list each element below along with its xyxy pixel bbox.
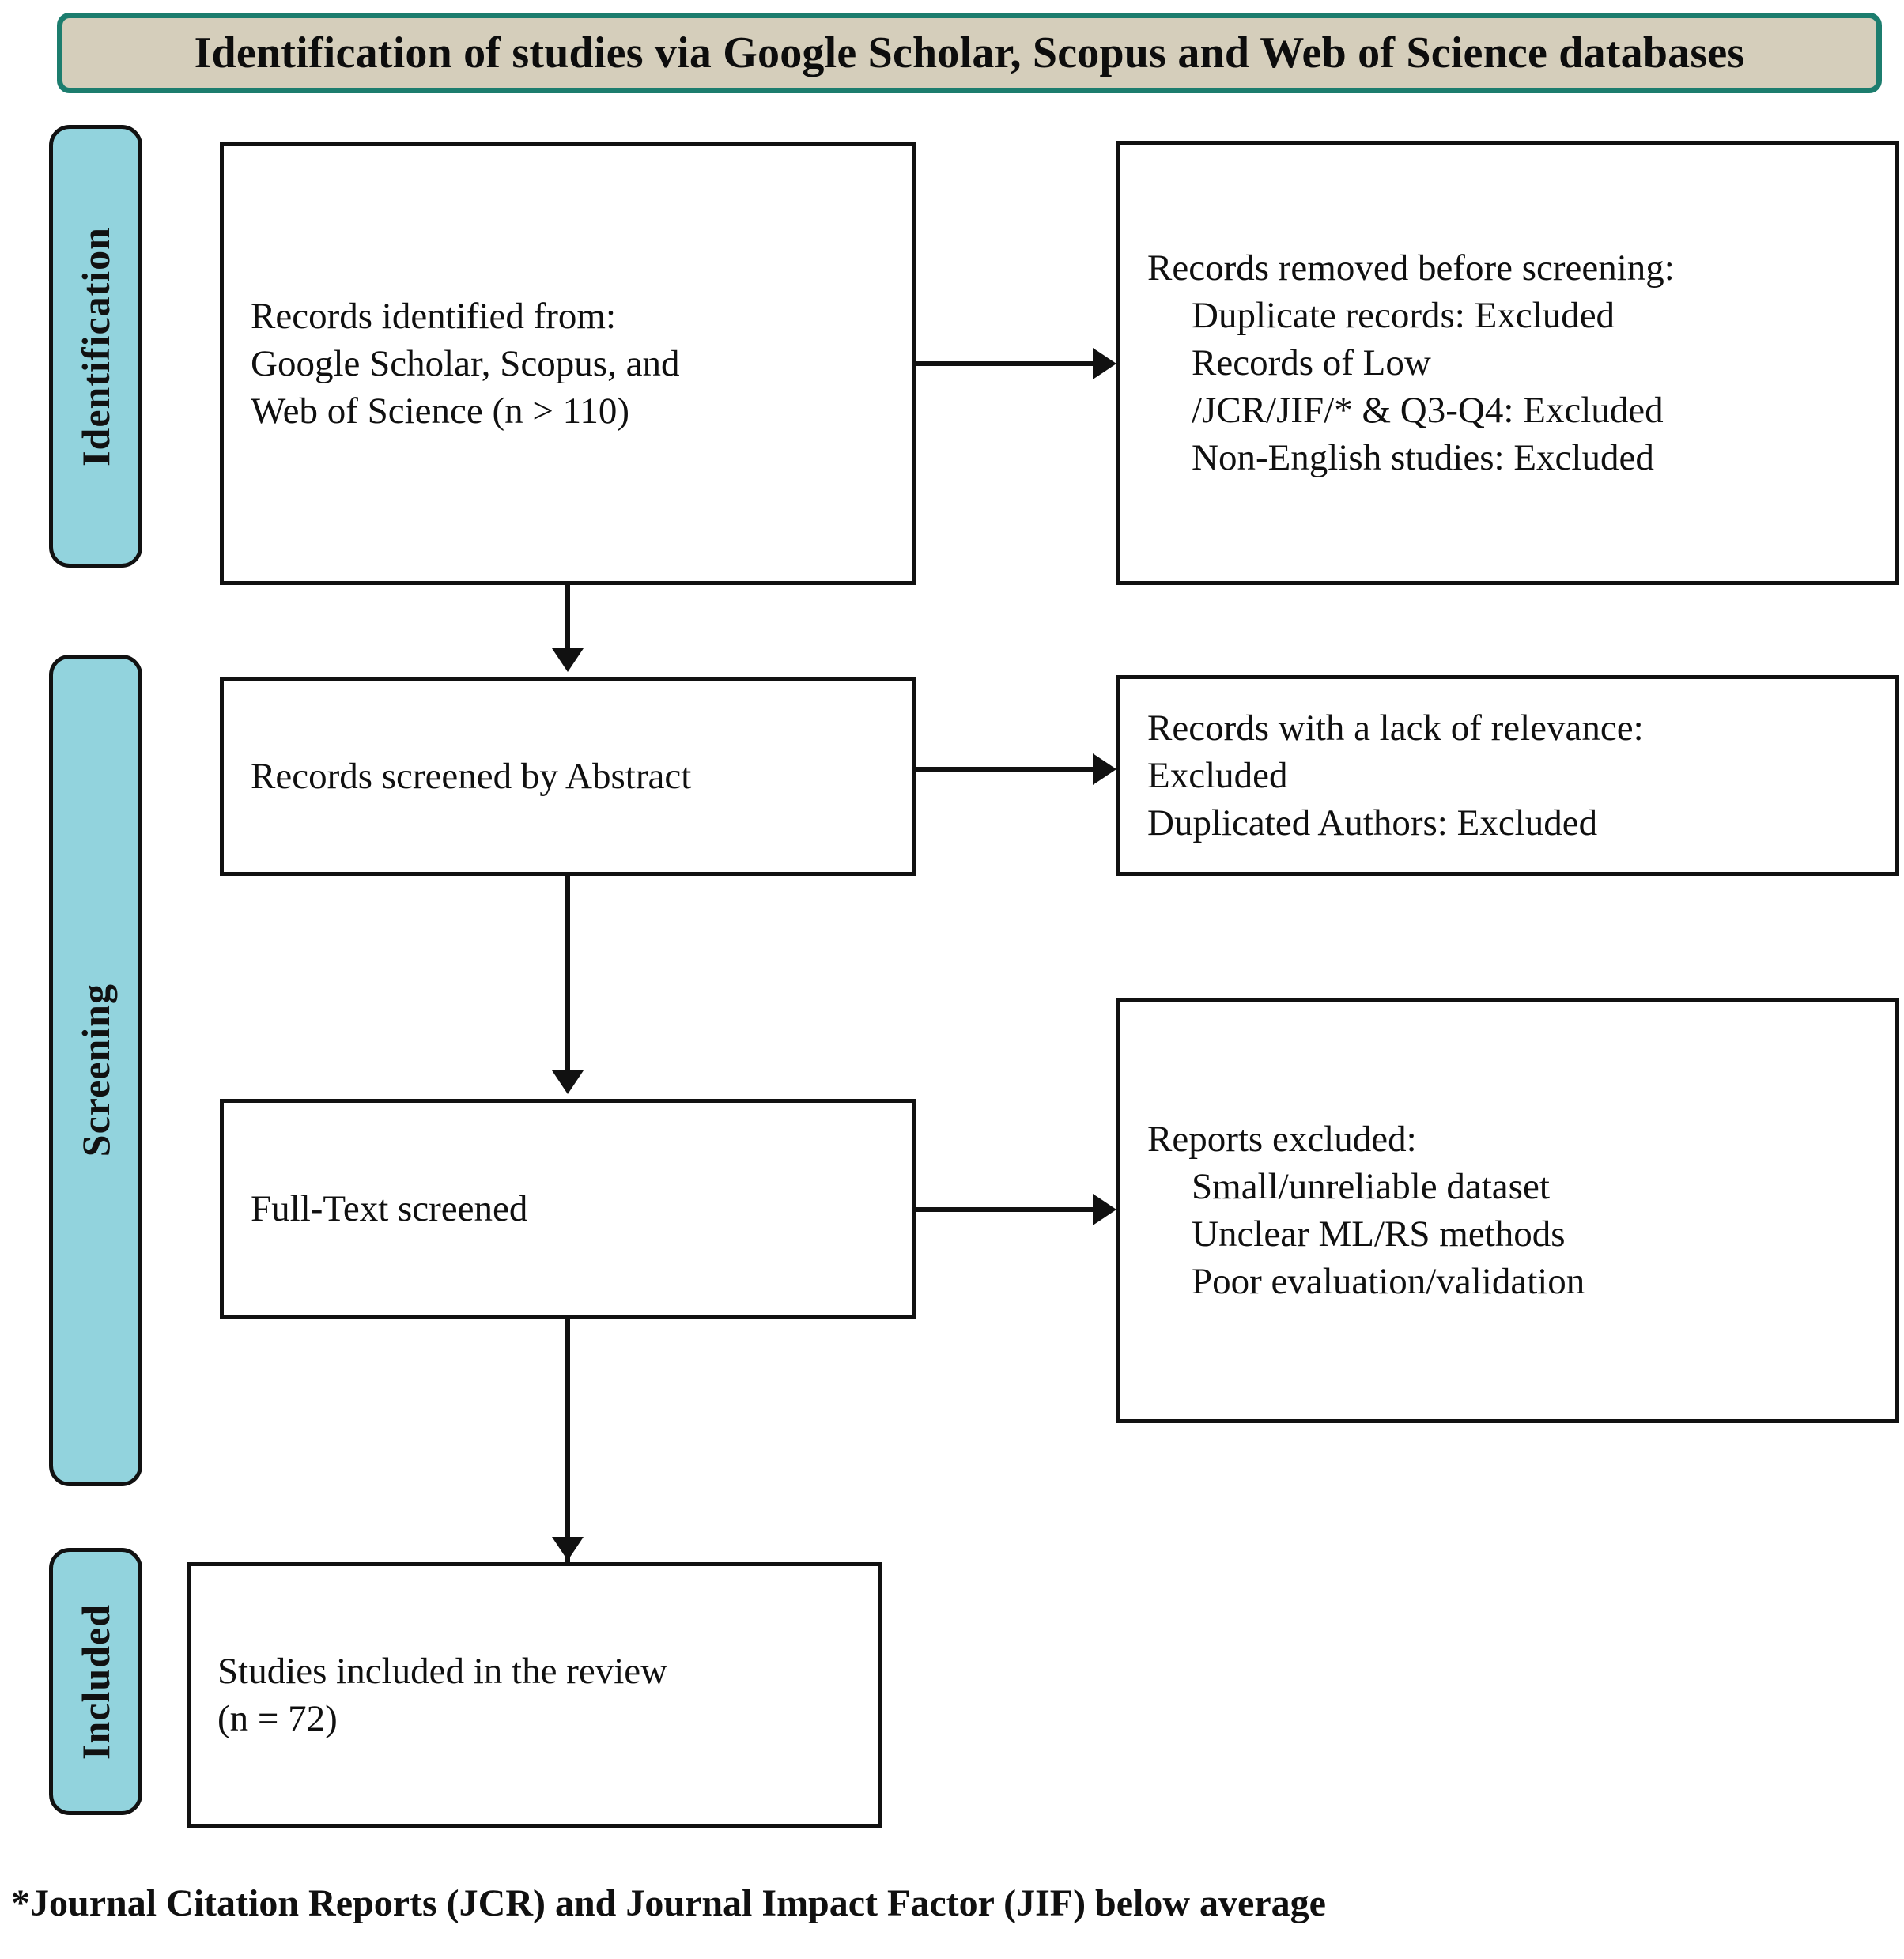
text-line: Full-Text screened <box>251 1187 528 1229</box>
connector-identified-to-removed <box>916 361 1097 366</box>
text-line: Records with a lack of relevance: <box>1147 707 1644 749</box>
text-line: Records screened by Abstract <box>251 755 692 797</box>
text-line: Poor evaluation/validation <box>1192 1261 1585 1303</box>
box-reports-excluded-text: Reports excluded: Small/unreliable datas… <box>1120 1115 1895 1306</box>
arrow-down-icon <box>552 1070 584 1094</box>
arrow-right-icon <box>1093 1194 1116 1225</box>
text-line: Studies included in the review <box>217 1650 668 1692</box>
arrow-down-icon <box>552 648 584 672</box>
box-records-screened-text: Records screened by Abstract <box>224 753 912 800</box>
text-line: Non-English studies: Excluded <box>1192 437 1654 479</box>
text-line: Duplicate records: Excluded <box>1192 294 1615 336</box>
box-studies-included-text: Studies included in the review (n = 72) <box>191 1648 878 1742</box>
stage-pill-identification: Identification <box>49 125 142 568</box>
diagram-header-banner: Identification of studies via Google Sch… <box>57 13 1882 93</box>
box-studies-included-in-review: Studies included in the review (n = 72) <box>187 1562 882 1828</box>
connector-fulltext-to-included <box>565 1319 570 1508</box>
text-line: Records removed before screening: <box>1147 247 1675 289</box>
diagram-footnote: *Journal Citation Reports (JCR) and Jour… <box>11 1882 1326 1924</box>
box-records-screened-by-abstract: Records screened by Abstract <box>220 677 916 876</box>
box-fulltext-screened: Full-Text screened <box>220 1099 916 1319</box>
diagram-header-title: Identification of studies via Google Sch… <box>194 28 1745 77</box>
box-records-identified-text: Records identified from: Google Scholar,… <box>224 293 912 435</box>
box-records-removed-text: Records removed before screening: Duplic… <box>1120 244 1895 482</box>
connector-identified-to-screened <box>565 585 570 651</box>
text-line: Unclear ML/RS methods <box>1192 1214 1566 1255</box>
connector-screened-to-relevance <box>916 767 1097 772</box>
text-line: (n = 72) <box>217 1698 338 1739</box>
box-reports-excluded: Reports excluded: Small/unreliable datas… <box>1116 998 1899 1423</box>
stage-label-identification: Identification <box>74 226 118 466</box>
text-line: /JCR/JIF/* & Q3-Q4: Excluded <box>1192 390 1664 432</box>
connector-fulltext-to-included-tail <box>565 1502 570 1562</box>
text-line: Records of Low <box>1192 342 1431 383</box>
text-line: Google Scholar, Scopus, and <box>251 342 680 384</box>
box-lack-relevance-text: Records with a lack of relevance: Exclud… <box>1120 704 1895 847</box>
box-fulltext-screened-text: Full-Text screened <box>224 1185 912 1232</box>
box-records-identified: Records identified from: Google Scholar,… <box>220 142 916 585</box>
arrow-right-icon <box>1093 753 1116 785</box>
text-line: Duplicated Authors: Excluded <box>1147 802 1598 844</box>
box-records-lack-of-relevance: Records with a lack of relevance: Exclud… <box>1116 675 1899 876</box>
stage-pill-included: Included <box>49 1548 142 1815</box>
connector-screened-to-fulltext <box>565 876 570 1074</box>
stage-label-screening: Screening <box>74 983 118 1157</box>
connector-fulltext-to-reports <box>916 1207 1097 1212</box>
text-line: Small/unreliable dataset <box>1192 1165 1550 1207</box>
arrow-right-icon <box>1093 348 1116 379</box>
text-line: Excluded <box>1147 754 1288 796</box>
box-records-removed-before-screening: Records removed before screening: Duplic… <box>1116 141 1899 585</box>
stage-pill-screening: Screening <box>49 655 142 1486</box>
text-line: Records identified from: <box>251 295 617 337</box>
text-line: Reports excluded: <box>1147 1118 1417 1160</box>
text-line: Web of Science (n > 110) <box>251 391 630 432</box>
stage-label-included: Included <box>74 1603 118 1760</box>
